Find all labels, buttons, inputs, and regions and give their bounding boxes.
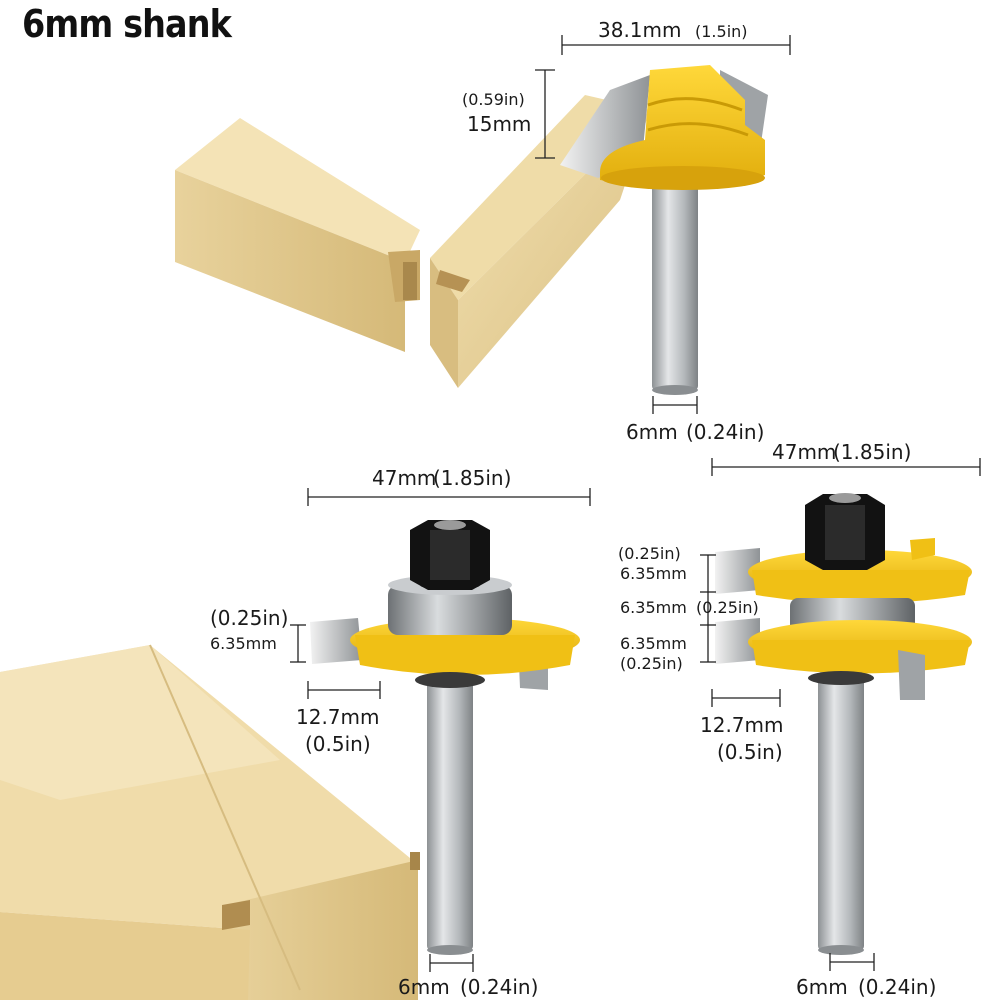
right-gap-in: (0.25in) xyxy=(696,598,759,617)
left-width-mm: 47mm xyxy=(372,466,437,490)
top-width-in: (1.5in) xyxy=(695,22,748,41)
left-shank-in: (0.24in) xyxy=(460,975,539,999)
page-title: 6mm shank xyxy=(22,2,232,46)
right-bottom-cut-mm: 6.35mm xyxy=(620,634,687,653)
left-shank-mm: 6mm xyxy=(398,975,450,999)
left-depth-in: (0.5in) xyxy=(305,732,371,756)
groove-bit xyxy=(715,493,972,955)
tongue-bit xyxy=(310,520,580,955)
right-depth-mm: 12.7mm xyxy=(700,713,784,737)
right-depth-in: (0.5in) xyxy=(717,740,783,764)
dimension-lines xyxy=(290,35,981,972)
top-height-mm: 15mm xyxy=(467,112,532,136)
right-shank-in: (0.24in) xyxy=(858,975,937,999)
top-width-mm: 38.1mm xyxy=(598,18,682,42)
top-shank-in: (0.24in) xyxy=(686,420,765,444)
lock-miter-bit xyxy=(560,65,768,395)
right-top-cut-mm: 6.35mm xyxy=(620,564,687,583)
right-width-in: (1.85in) xyxy=(833,440,912,464)
right-gap-mm: 6.35mm xyxy=(620,598,687,617)
left-cut-in: (0.25in) xyxy=(210,606,289,630)
right-bottom-cut-in: (0.25in) xyxy=(620,654,683,673)
right-width-mm: 47mm xyxy=(772,440,837,464)
top-height-in: (0.59in) xyxy=(462,90,525,109)
tongue-groove-boards xyxy=(0,644,420,1000)
left-width-in: (1.85in) xyxy=(433,466,512,490)
right-shank-mm: 6mm xyxy=(796,975,848,999)
right-top-cut-in: (0.25in) xyxy=(618,544,681,563)
left-depth-mm: 12.7mm xyxy=(296,705,380,729)
left-cut-mm: 6.35mm xyxy=(210,634,277,653)
top-shank-mm: 6mm xyxy=(626,420,678,444)
